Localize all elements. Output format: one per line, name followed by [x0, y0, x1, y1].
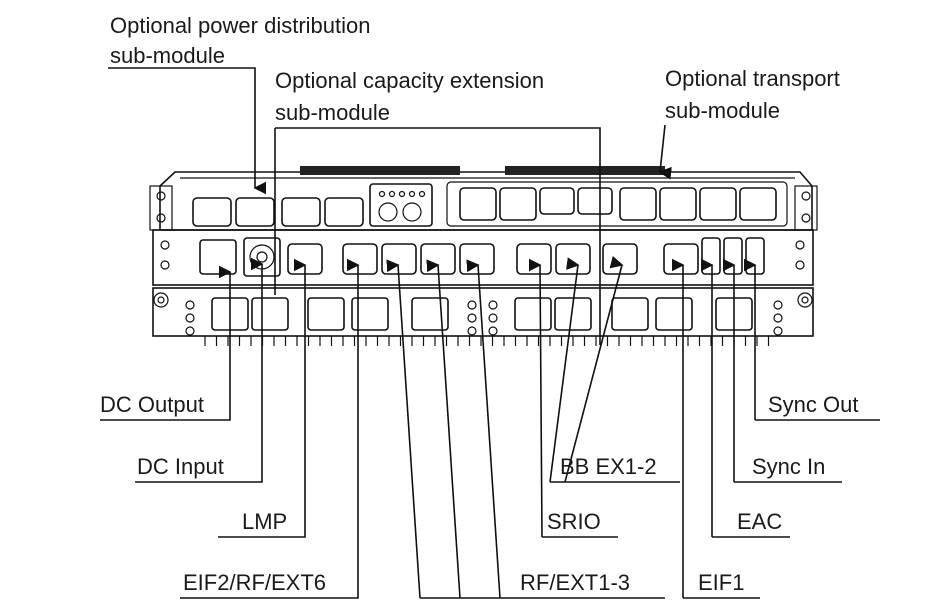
transport-slots — [446, 181, 788, 227]
main-interface-ports — [199, 237, 765, 277]
callout-lines-bottom — [100, 255, 880, 599]
callout-lines-top — [108, 67, 672, 345]
capacity-submodule-label-2: sub-module — [275, 100, 390, 125]
sync-out-label: Sync Out — [768, 392, 858, 417]
mounting-screws — [153, 292, 813, 336]
capacity-extension-connector — [369, 183, 433, 227]
device-chassis — [149, 166, 818, 346]
eif2-label: EIF2/RF/EXT6 — [183, 570, 326, 595]
rf-ext-label: RF/EXT1-3 — [520, 570, 630, 595]
sync-in-label: Sync In — [752, 454, 825, 479]
capacity-submodule-label-1: Optional capacity extension — [275, 68, 544, 93]
lmp-label: LMP — [242, 509, 287, 534]
dc-input-label: DC Input — [137, 454, 224, 479]
bb-ex-label: BB EX1-2 — [560, 454, 657, 479]
eif1-label: EIF1 — [698, 570, 744, 595]
power-submodule-label-2: sub-module — [110, 43, 225, 68]
srio-label: SRIO — [547, 509, 601, 534]
cooling-fins — [204, 336, 770, 346]
dc-output-label: DC Output — [100, 392, 204, 417]
transport-submodule-label-1: Optional transport — [665, 66, 840, 91]
port-labels: DC Output DC Input LMP EIF2/RF/EXT6 RF/E… — [100, 392, 858, 595]
power-distribution-slots — [192, 197, 364, 227]
power-submodule-label-1: Optional power distribution — [110, 13, 370, 38]
callout-labels: Optional power distribution sub-module O… — [110, 13, 840, 125]
eac-label: EAC — [737, 509, 782, 534]
transport-submodule-label-2: sub-module — [665, 98, 780, 123]
